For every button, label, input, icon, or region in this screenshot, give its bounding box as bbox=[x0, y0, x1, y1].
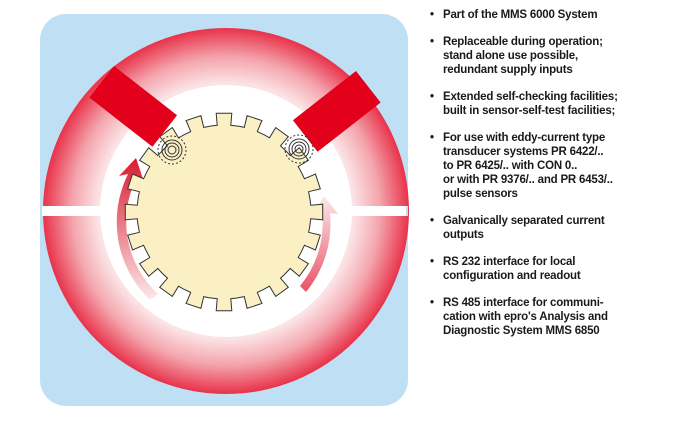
feature-text-line: RS 485 interface for communi- bbox=[443, 297, 604, 309]
feature-item: Galvanically separated current outputs bbox=[430, 214, 680, 242]
feature-text-line: cation with epro's Analysis and bbox=[443, 311, 608, 323]
feature-text-line: transducer systems PR 6422/.. bbox=[443, 146, 604, 158]
housing-split-right-edge bbox=[406, 206, 408, 216]
rotation-arrow-right bbox=[300, 196, 338, 292]
gear-wheel bbox=[124, 112, 324, 312]
sensor-left-field-icon bbox=[157, 135, 187, 165]
sensor-left-body bbox=[89, 66, 178, 147]
feature-text-line: Replaceable during operation; bbox=[443, 36, 603, 48]
feature-item: Extended self-checking facilities; built … bbox=[430, 90, 680, 118]
feature-item: RS 232 interface for local configuration … bbox=[430, 255, 680, 283]
feature-text-line: Diagnostic System MMS 6850 bbox=[443, 325, 600, 337]
feature-item: Part of the MMS 6000 System bbox=[430, 8, 680, 22]
feature-text-line: RS 232 interface for local bbox=[443, 256, 576, 268]
sensor-right bbox=[284, 71, 381, 164]
feature-text-line: configuration and readout bbox=[443, 270, 581, 282]
feature-text-line: built in sensor-self-test facilities; bbox=[443, 105, 616, 117]
feature-item: RS 485 interface for communi-cation with… bbox=[430, 296, 680, 338]
feature-text-line: outputs bbox=[443, 229, 484, 241]
feature-text-line: Extended self-checking facilities; bbox=[443, 91, 618, 103]
sensor-left bbox=[89, 66, 187, 165]
feature-text-line: Galvanically separated current bbox=[443, 215, 605, 227]
feature-text-line: to PR 6425/.. with CON 0.. bbox=[443, 160, 578, 172]
sensor-right-field-icon bbox=[284, 134, 314, 164]
feature-text-line: stand alone use possible, bbox=[443, 50, 578, 62]
feature-list: Part of the MMS 6000 SystemReplaceable d… bbox=[430, 8, 680, 351]
feature-text-line: For use with eddy-current type bbox=[443, 132, 606, 144]
feature-item: For use with eddy-current type transducer… bbox=[430, 131, 680, 201]
feature-text-line: or with PR 9376/.. and PR 6453/.. bbox=[443, 174, 613, 186]
sensor-right-body bbox=[292, 71, 381, 152]
gear-outline bbox=[124, 112, 324, 312]
feature-text-line: redundant supply inputs bbox=[443, 64, 573, 76]
feature-text-line: pulse sensors bbox=[443, 188, 518, 200]
rotation-arrow-left bbox=[116, 158, 158, 300]
housing-split-left-edge bbox=[40, 206, 42, 216]
feature-item: Replaceable during operation; stand alone… bbox=[430, 35, 680, 77]
feature-text-line: Part of the MMS 6000 System bbox=[443, 9, 598, 21]
